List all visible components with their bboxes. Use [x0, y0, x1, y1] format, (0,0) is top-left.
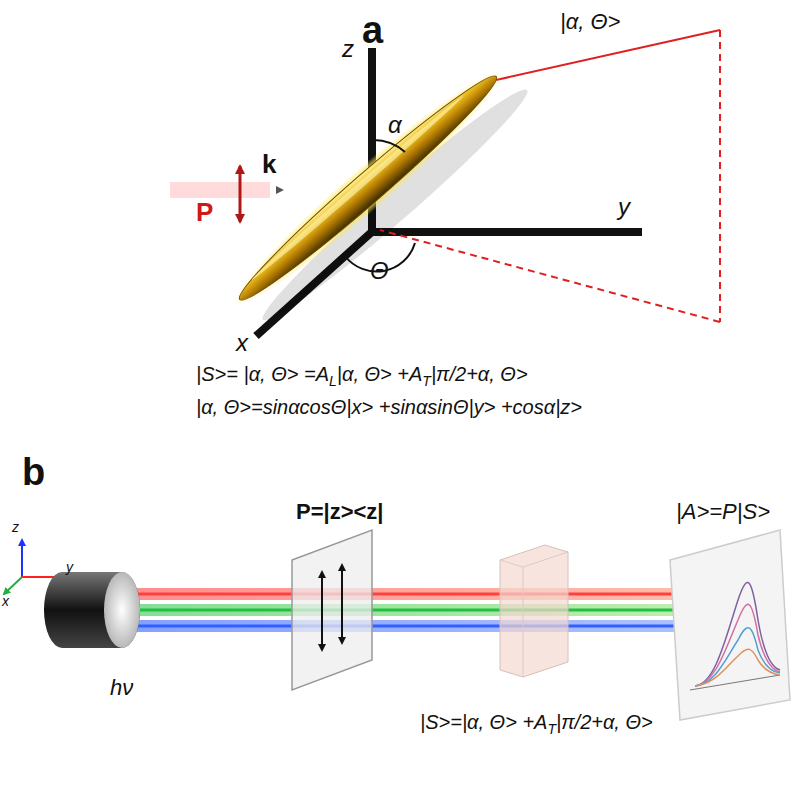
- polarizer: [292, 530, 372, 690]
- sample-cuvette: [500, 545, 568, 677]
- operator-label: P=|z><z|: [296, 500, 384, 524]
- coordinate-axes: [256, 48, 642, 336]
- axis-label: x: [2, 594, 9, 609]
- axis-label: x: [236, 330, 248, 356]
- axis-label: y: [66, 560, 73, 575]
- state-label: |α, Θ>: [560, 10, 620, 34]
- subscript: T: [547, 721, 556, 737]
- equation-part: |π/2+α, Θ>: [431, 363, 528, 385]
- wavevector-label: k: [262, 150, 276, 179]
- light-source: [44, 572, 140, 648]
- axis-label: z: [342, 36, 354, 62]
- polarization-label: P: [196, 198, 213, 227]
- rod-shadow: [252, 78, 537, 332]
- equation-part: |α, Θ> +A: [337, 363, 423, 385]
- equation-line: |S>=|α, Θ> +AT|π/2+α, Θ>: [420, 710, 653, 738]
- axis-label: y: [618, 194, 630, 220]
- light-beams: [120, 588, 720, 632]
- panel-letter: b: [22, 452, 45, 494]
- equation-line: |S>= |α, Θ> =AL|α, Θ> +AT|π/2+α, Θ>: [196, 362, 528, 390]
- subscript: T: [422, 373, 431, 389]
- subscript: L: [329, 373, 337, 389]
- equation-part: |S>= |α, Θ> =A: [196, 363, 329, 385]
- angle-label: α: [388, 112, 402, 138]
- equation-part: |π/2+α, Θ>: [556, 711, 653, 733]
- equation: |α, Θ>=sinαcosΘ|x> +sinαsinΘ|y> +cosα|z>: [196, 396, 582, 418]
- panel-letter: a: [362, 10, 383, 52]
- alpha-arc: [372, 140, 405, 152]
- equation-part: |S>=|α, Θ> +A: [420, 711, 547, 733]
- spectrum-screen: [670, 530, 790, 720]
- state-label: |A>=P|S>: [676, 500, 770, 524]
- photon-label: hν: [110, 676, 133, 700]
- angle-label: Θ: [370, 258, 389, 284]
- axis-label: z: [12, 520, 19, 535]
